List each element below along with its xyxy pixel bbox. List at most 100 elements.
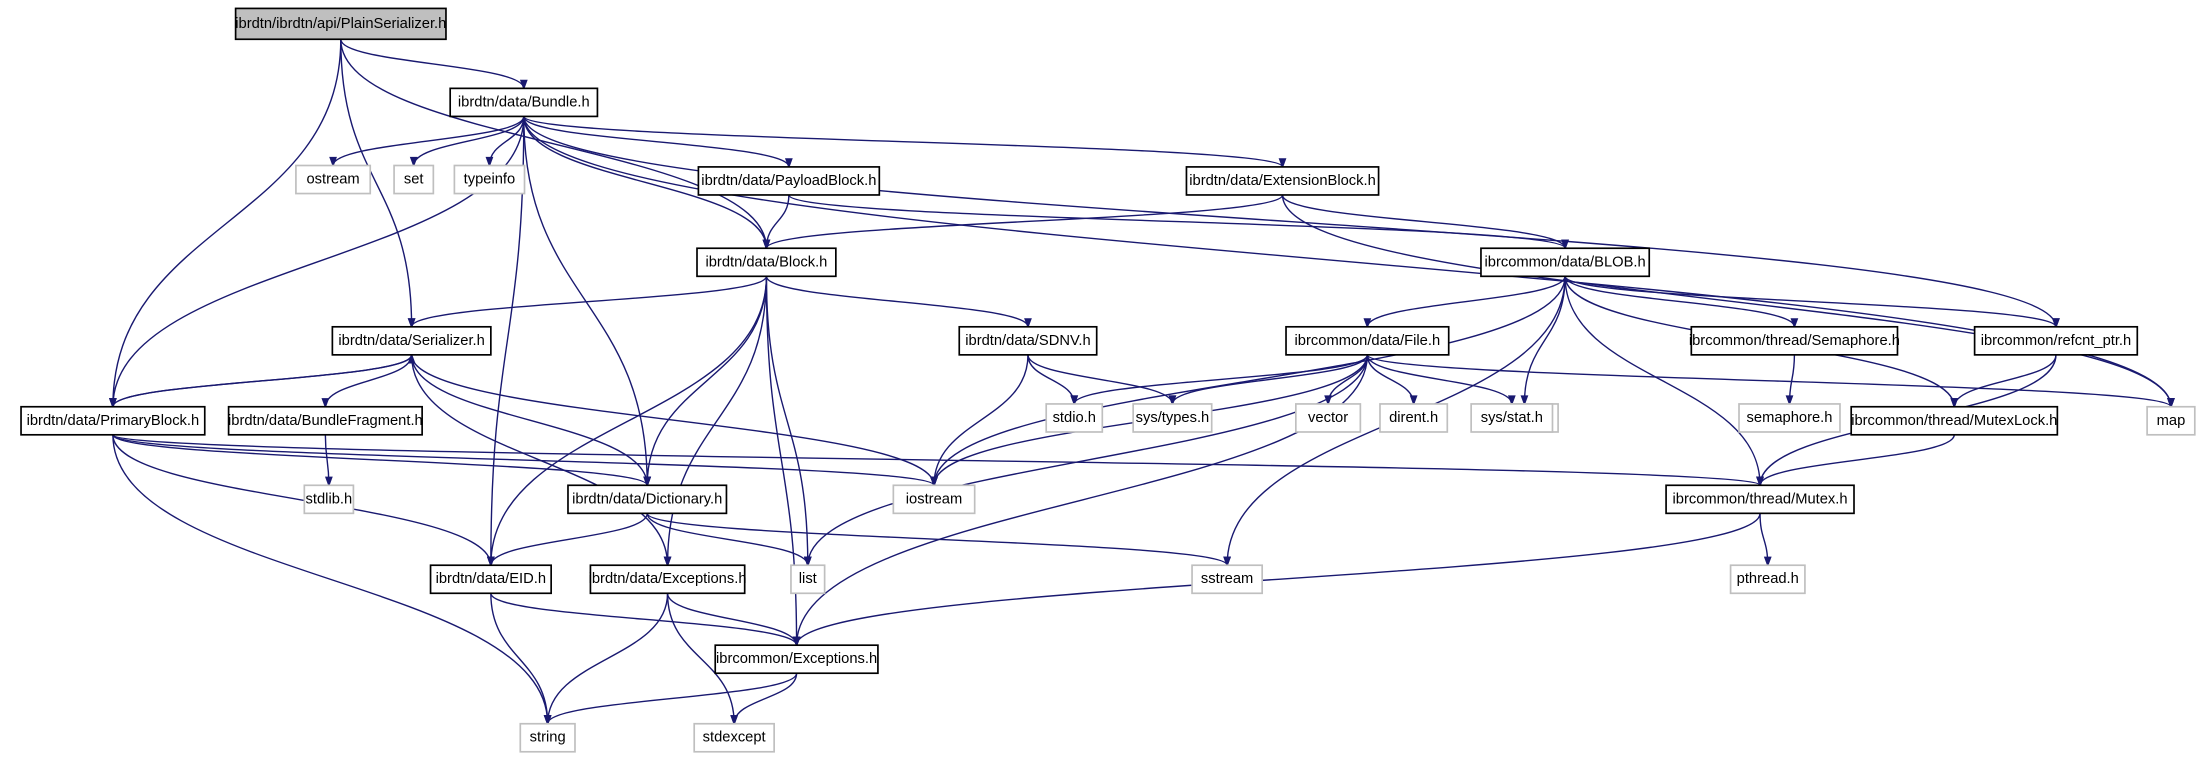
- arrowhead-icon: [109, 398, 117, 409]
- arrowhead-icon: [784, 158, 793, 169]
- node-label: stdio.h: [1053, 410, 1096, 426]
- edge-sdnv-to-stdio: [1027, 354, 1075, 405]
- node-mutex[interactable]: ibrcommon/thread/Mutex.h: [1665, 484, 1855, 515]
- edge-cexceptions-to-string: [546, 672, 798, 724]
- node-label: dirent.h: [1389, 410, 1438, 426]
- arrowhead-icon: [409, 156, 418, 168]
- node-extension[interactable]: ibrdtn/data/ExtensionBlock.h: [1185, 166, 1380, 196]
- node-root[interactable]: ibrdtn/ibrdtn/api/PlainSerializer.h: [234, 7, 447, 41]
- edge-block-to-list: [765, 276, 809, 566]
- edge-blob-to-mutex: [1564, 276, 1761, 486]
- edge-block-to-dictionary: [646, 276, 768, 486]
- edge-bundle-to-block: [523, 116, 768, 249]
- node-sysstat: sys/stat.h: [1470, 403, 1554, 433]
- edge-extension-to-blob: [1281, 194, 1566, 249]
- node-box: [1690, 325, 1899, 356]
- node-stdexcept: stdexcept: [693, 722, 775, 753]
- edge-eid-to-cexceptions: [490, 592, 798, 646]
- node-label: ibrdtn/data/Serializer.h: [338, 333, 484, 349]
- node-fragment[interactable]: ibrdtn/data/BundleFragment.h: [227, 405, 423, 436]
- edge-refcnt-to-mutexlock: [1953, 354, 2057, 407]
- node-sdnv[interactable]: ibrdtn/data/SDNV.h: [958, 325, 1098, 356]
- node-label: ibrdtn/data/PrimaryBlock.h: [27, 413, 200, 429]
- node-box: [567, 484, 728, 515]
- node-box: [1185, 166, 1380, 196]
- arrowhead-icon: [1756, 476, 1764, 488]
- arrowhead-icon: [930, 476, 938, 488]
- node-label: ibrdtn/data/Exceptions.h: [589, 571, 747, 587]
- edge-bundle-to-extension: [523, 115, 1284, 168]
- arrowhead-icon: [1070, 395, 1079, 406]
- node-ostream: ostream: [295, 164, 372, 195]
- node-label: ibrdtn/data/Block.h: [705, 254, 827, 270]
- node-blob[interactable]: ibrcommon/data/BLOB.h: [1480, 247, 1651, 278]
- node-block[interactable]: ibrdtn/data/Block.h: [696, 247, 837, 278]
- node-box: [1480, 247, 1651, 278]
- edge-mutexlock-to-mutex: [1759, 434, 1955, 486]
- node-box: [331, 325, 492, 356]
- node-box: [696, 247, 837, 278]
- node-box: [589, 564, 746, 595]
- node-cexceptions[interactable]: ibrcommon/Exceptions.h: [714, 644, 879, 675]
- node-label: semaphore.h: [1747, 410, 1833, 426]
- node-eid[interactable]: ibrdtn/data/EID.h: [429, 564, 552, 595]
- arrowhead-icon: [1024, 318, 1032, 329]
- node-refcnt[interactable]: ibrcommon/refcnt_ptr.h: [1973, 325, 2139, 356]
- node-box: [429, 564, 552, 595]
- edge-blob-to-file: [1366, 276, 1566, 328]
- edge-bundle-to-dictionary: [523, 116, 648, 486]
- edge-blob-to-refcnt: [1564, 275, 2057, 328]
- node-set: set: [393, 164, 435, 195]
- node-typeinfo: typeinfo: [453, 164, 526, 195]
- edge-dictionary-to-sstream: [646, 512, 1228, 566]
- node-label: ibrcommon/Exceptions.h: [716, 651, 877, 667]
- arrowhead-icon: [1520, 395, 1529, 406]
- edge-extension-to-map: [1281, 194, 2172, 407]
- edge-extension-to-block: [765, 194, 1284, 249]
- node-label: ostream: [306, 172, 359, 188]
- arrowhead-icon: [1790, 318, 1799, 329]
- edge-bundle-to-set: [413, 116, 525, 166]
- node-box: [714, 644, 879, 675]
- edge-bundle-to-refcnt: [523, 116, 2057, 327]
- node-label: sys/types.h: [1136, 410, 1210, 426]
- node-box: [234, 7, 447, 41]
- node-systypes: sys/types.h: [1132, 403, 1213, 433]
- edge-root-to-block: [340, 39, 768, 249]
- edge-primary-to-eid: [112, 434, 492, 566]
- edge-primary-to-serializer: [112, 354, 413, 408]
- node-label: vector: [1308, 410, 1348, 426]
- node-file[interactable]: ibrcommon/data/File.h: [1285, 325, 1450, 356]
- edge-serializer-to-fragment: [324, 354, 413, 407]
- node-primary[interactable]: ibrdtn/data/PrimaryBlock.h: [20, 405, 206, 436]
- node-box: [1665, 484, 1855, 515]
- node-serializer[interactable]: ibrdtn/data/Serializer.h: [331, 325, 492, 356]
- node-box: [1191, 564, 1264, 595]
- arrowhead-icon: [1950, 398, 1959, 409]
- arrowhead-icon: [407, 352, 416, 364]
- node-box: [1132, 403, 1213, 433]
- node-dexceptions[interactable]: ibrdtn/data/Exceptions.h: [589, 564, 747, 595]
- arrowhead-icon: [329, 156, 337, 168]
- node-label: ibrcommon/thread/MutexLock.h: [1851, 413, 2057, 429]
- arrowhead-icon: [486, 556, 495, 568]
- node-map: map: [2146, 405, 2196, 436]
- edge-primary-to-mutex: [112, 434, 1761, 486]
- node-semaphore[interactable]: ibrcommon/thread/Semaphore.h: [1689, 325, 1900, 356]
- edge-primary-to-string: [112, 434, 549, 724]
- node-mutexlock[interactable]: ibrcommon/thread/MutexLock.h: [1850, 405, 2059, 436]
- edge-file-to-map: [1366, 354, 2172, 408]
- edge-dexceptions-to-stdexcept: [666, 593, 735, 724]
- edge-bundle-to-eid: [490, 116, 525, 566]
- edge-mutex-to-cexceptions: [795, 513, 1761, 646]
- node-dictionary[interactable]: ibrdtn/data/Dictionary.h: [567, 484, 728, 515]
- edge-bundle-to-typeinfo: [488, 116, 525, 166]
- node-label: ibrcommon/data/File.h: [1295, 333, 1441, 349]
- node-semaphoreh: semaphore.h: [1738, 403, 1841, 433]
- node-bundle[interactable]: ibrdtn/data/Bundle.h: [449, 87, 599, 118]
- node-label: set: [404, 172, 424, 188]
- node-box: [1470, 403, 1554, 433]
- node-dirent: dirent.h: [1379, 403, 1449, 433]
- node-payload[interactable]: ibrdtn/data/PayloadBlock.h: [697, 166, 881, 196]
